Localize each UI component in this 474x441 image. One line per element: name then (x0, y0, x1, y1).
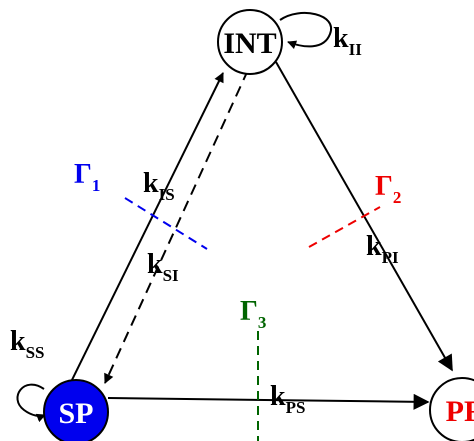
rate-label-k-ss: kSS (10, 326, 45, 362)
rate-k-ii-base: k (333, 23, 349, 54)
rate-k-pi-sub: PI (382, 248, 399, 267)
gamma-2-sub: 2 (393, 188, 402, 207)
rate-label-k-si: kSI (147, 249, 179, 285)
rate-k-ps-base: k (270, 381, 286, 412)
rate-label-k-ii: kII (333, 23, 362, 59)
surface-gamma-1 (124, 197, 208, 250)
node-sp-label: SP (58, 397, 93, 430)
rate-k-si-sub: SI (163, 266, 179, 285)
surface-gamma-2 (308, 206, 381, 248)
gamma-3-base: Γ (240, 296, 258, 327)
gamma-2-base: Γ (375, 171, 393, 202)
self-loop-int (279, 12, 333, 50)
self-loop-sp (16, 383, 46, 423)
surface-label-gamma-3: Γ3 (240, 296, 266, 332)
node-sp: SP (43, 379, 109, 441)
rate-k-si-base: k (147, 249, 163, 280)
rate-k-ii-sub: II (349, 40, 363, 59)
rate-k-ss-base: k (10, 326, 26, 357)
surface-label-gamma-1: Γ1 (74, 159, 100, 195)
node-int: INT (217, 9, 283, 75)
rate-label-k-is: kIS (143, 168, 175, 204)
gamma-3-sub: 3 (258, 313, 267, 332)
edge-int-to-sp (104, 69, 249, 384)
node-int-label: INT (223, 27, 276, 60)
gamma-1-base: Γ (74, 159, 92, 190)
node-pf: PF (429, 377, 474, 441)
edge-sp-to-int (69, 72, 224, 385)
rate-k-is-base: k (143, 168, 159, 199)
rate-label-k-ps: kPS (270, 381, 305, 417)
surface-label-gamma-2: Γ2 (375, 171, 401, 207)
rate-label-k-pi: kPI (366, 231, 399, 267)
rate-k-ss-sub: SS (26, 343, 45, 362)
rate-k-ps-sub: PS (286, 398, 306, 417)
edge-sp-to-pf (107, 393, 430, 410)
rate-k-is-sub: IS (159, 185, 175, 204)
gamma-1-sub: 1 (92, 176, 101, 195)
rate-k-pi-base: k (366, 231, 382, 262)
node-pf-label: PF (446, 395, 474, 428)
